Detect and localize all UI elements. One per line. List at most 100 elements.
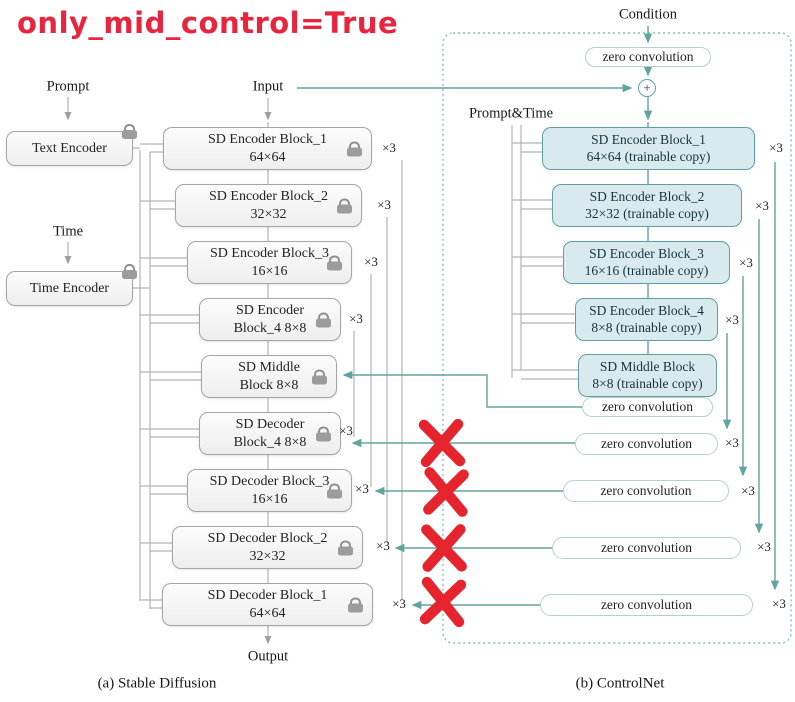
red-x-mark <box>421 524 467 572</box>
pill-label: zero convolution <box>601 398 694 414</box>
sd-encoder-block-4: SD Encoder Block_4 8×8 <box>199 298 341 341</box>
block-label: SD Encoder Block_2 <box>209 189 328 205</box>
block-label: Text Encoder <box>32 140 107 156</box>
cn-middle-block: SD Middle Block 8×8 (trainable copy) <box>578 354 717 397</box>
block-sublabel: 8×8 (trainable copy) <box>591 319 702 335</box>
lock-icon <box>348 597 363 612</box>
multiplier-x3: ×3 <box>755 198 769 213</box>
sd-middle-block: SD Middle Block 8×8 <box>201 355 337 398</box>
multiplier-x3: ×3 <box>339 423 353 438</box>
block-sublabel: Block 8×8 <box>239 377 299 393</box>
block-label: SD Decoder Block_3 <box>209 474 330 490</box>
multiplier-x3: ×3 <box>757 539 771 554</box>
zero-convolution-dec2: zero convolution <box>552 537 741 559</box>
multiplier-x3: ×3 <box>364 254 378 269</box>
zero-convolution-dec1: zero convolution <box>540 594 753 616</box>
block-sublabel: 32×32 <box>250 206 287 222</box>
multiplier-x3: ×3 <box>725 435 739 450</box>
zero-convolution-dec4: zero convolution <box>575 433 718 455</box>
lock-icon <box>316 426 331 441</box>
lock-icon <box>347 141 362 156</box>
multiplier-x3: ×3 <box>772 596 786 611</box>
red-x-mark <box>423 467 469 517</box>
lock-icon <box>122 124 137 139</box>
caption-stable-diffusion: (a) Stable Diffusion <box>97 675 217 692</box>
block-sublabel: 16×16 (trainable copy) <box>584 262 709 278</box>
lock-icon <box>327 483 342 498</box>
multiplier-x3: ×3 <box>739 255 753 270</box>
block-label: SD Middle Block <box>599 359 696 375</box>
multiplier-x3: ×3 <box>376 538 390 553</box>
block-label: SD Decoder <box>235 417 305 433</box>
condition-label: Condition <box>618 6 678 23</box>
block-label: SD Encoder Block_4 <box>589 303 704 319</box>
multiplier-x3: ×3 <box>355 481 369 496</box>
cn-encoder-block-3: SD Encoder Block_3 16×16 (trainable copy… <box>563 241 730 284</box>
input-label: Input <box>252 78 284 95</box>
block-label: SD Decoder Block_2 <box>207 531 328 547</box>
block-label: SD Decoder Block_1 <box>207 588 328 604</box>
block-sublabel: 64×64 (trainable copy) <box>586 148 711 164</box>
page-title: only_mid_control=True <box>17 6 399 40</box>
block-label: SD Encoder Block_1 <box>591 132 706 148</box>
block-sublabel: 64×64 <box>249 605 286 621</box>
pill-label: zero convolution <box>600 596 693 612</box>
text-encoder-block: Text Encoder <box>6 124 137 166</box>
multiplier-x3: ×3 <box>392 596 406 611</box>
plus-sign: + <box>643 80 651 95</box>
pill-label: zero convolution <box>602 48 694 64</box>
block-label: SD Encoder Block_1 <box>208 132 327 148</box>
multiplier-x3: ×3 <box>741 483 755 498</box>
time-label: Time <box>52 223 84 240</box>
zero-convolution-top: zero convolution <box>585 47 711 67</box>
block-label: SD Middle <box>238 360 300 376</box>
add-node: + <box>638 79 656 97</box>
zero-convolution-dec3: zero convolution <box>563 480 729 502</box>
lock-icon <box>327 255 342 270</box>
multiplier-x3: ×3 <box>382 140 396 155</box>
pill-label: zero convolution <box>600 539 693 555</box>
block-label: SD Encoder Block_2 <box>589 189 705 205</box>
red-x-mark <box>418 418 466 468</box>
cn-encoder-block-1: SD Encoder Block_1 64×64 (trainable copy… <box>542 127 755 170</box>
sd-decoder-block-3: SD Decoder Block_3 16×16 <box>187 469 352 512</box>
block-sublabel: 16×16 <box>251 491 288 507</box>
cn-encoder-block-2: SD Encoder Block_2 32×32 (trainable copy… <box>552 184 742 227</box>
block-label: Time Encoder <box>29 280 110 296</box>
lock-icon <box>316 312 331 327</box>
output-label: Output <box>247 648 289 665</box>
block-sublabel: 32×32 <box>249 548 286 564</box>
block-label: SD Encoder <box>235 303 305 319</box>
sd-decoder-block-1: SD Decoder Block_1 64×64 <box>162 583 373 626</box>
zero-convolution-mid: zero convolution <box>582 397 713 417</box>
block-sublabel: Block_4 8×8 <box>233 434 307 450</box>
red-x-mark <box>419 576 467 628</box>
lock-icon <box>312 369 327 384</box>
sd-decoder-block-4: SD Decoder Block_4 8×8 <box>199 412 341 455</box>
sd-encoder-block-2: SD Encoder Block_2 32×32 <box>175 184 362 227</box>
block-sublabel: Block_4 8×8 <box>233 320 307 336</box>
time-encoder-block: Time Encoder <box>6 264 137 306</box>
pill-label: zero convolution <box>600 482 692 498</box>
block-sublabel: 64×64 <box>249 149 286 165</box>
sd-encoder-block-3: SD Encoder Block_3 16×16 <box>187 241 352 284</box>
block-label: SD Encoder Block_3 <box>210 246 329 262</box>
cn-encoder-block-4: SD Encoder Block_4 8×8 (trainable copy) <box>575 298 718 341</box>
caption-controlnet: (b) ControlNet <box>575 675 665 692</box>
block-sublabel: 32×32 (trainable copy) <box>585 205 709 221</box>
block-sublabel: 8×8 (trainable copy) <box>592 375 703 391</box>
pill-label: zero convolution <box>600 435 693 451</box>
sd-encoder-block-1: SD Encoder Block_1 64×64 <box>163 127 372 170</box>
multiplier-x3: ×3 <box>377 197 391 212</box>
multiplier-x3: ×3 <box>725 312 739 327</box>
block-sublabel: 16×16 <box>251 263 288 279</box>
sd-decoder-block-2: SD Decoder Block_2 32×32 <box>172 526 363 569</box>
multiplier-x3: ×3 <box>349 311 363 326</box>
prompt-time-label: Prompt&Time <box>468 105 554 122</box>
prompt-label: Prompt <box>46 78 90 95</box>
lock-icon <box>122 264 137 279</box>
multiplier-x3: ×3 <box>769 140 783 155</box>
